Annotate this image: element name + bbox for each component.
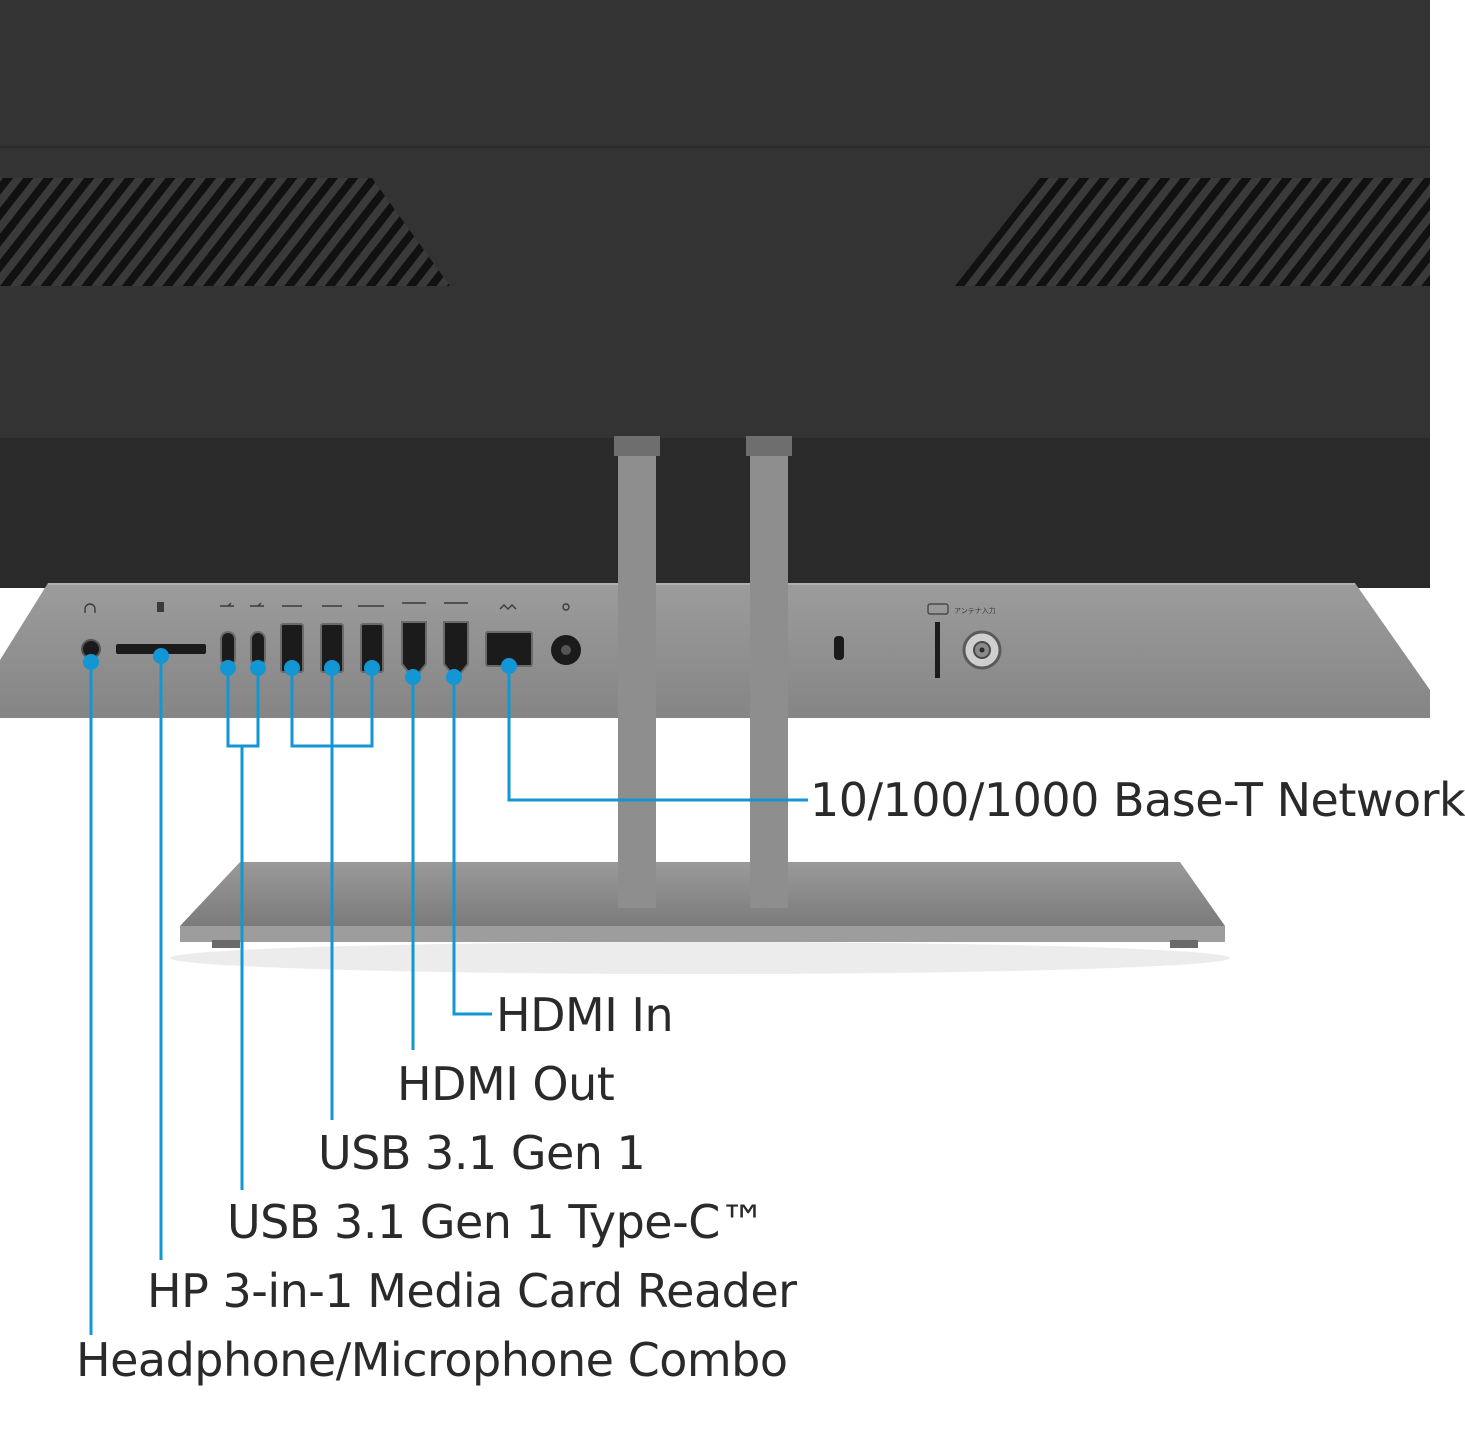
antenna-port-pin [979, 647, 985, 653]
stand-post-right-top [746, 436, 792, 456]
callout-hdmi-out: HDMI Out [397, 1057, 615, 1111]
usb-icon [250, 602, 264, 607]
callout-hdmi-in: HDMI In [496, 988, 674, 1042]
dot-hdmi-in [446, 669, 462, 685]
callout-network: 10/100/1000 Base-T Network [810, 773, 1465, 827]
callout-usb-typec: USB 3.1 Gen 1 Type-C™ [227, 1195, 766, 1249]
dot-card-reader [153, 648, 169, 664]
stand-foot-right [1170, 940, 1198, 948]
stand-post-left [618, 436, 656, 908]
sd-card-icon [157, 602, 164, 612]
leader-network [507, 666, 808, 802]
callout-card-reader: HP 3-in-1 Media Card Reader [147, 1264, 797, 1318]
stand-base-shadow [170, 942, 1230, 974]
stand-foot-left [212, 940, 240, 948]
stand-post-right [750, 436, 788, 908]
callout-usb-gen1: USB 3.1 Gen 1 [318, 1126, 646, 1180]
hdmi-in-port [443, 621, 469, 675]
product-diagram: アンテナ入力 10/100/1000 Base-T Netw [0, 0, 1465, 1387]
monitor-back-lower [0, 438, 1430, 588]
port-icon-row [84, 602, 570, 613]
dot-usb-a-1 [284, 660, 300, 676]
usb-icon [220, 602, 234, 607]
dot-network [501, 658, 517, 674]
stand-base-edge [180, 926, 1225, 942]
leader-hdmi-in [452, 677, 492, 1016]
antenna-icon [927, 603, 949, 615]
callout-lines [89, 656, 808, 1335]
power-icon [562, 603, 570, 611]
stand-base [180, 862, 1225, 926]
io-panel [0, 583, 1430, 718]
vent-left [0, 178, 450, 286]
dot-headphone [83, 654, 99, 670]
antenna-marking: アンテナ入力 [954, 606, 996, 615]
dot-usb-c-1 [220, 660, 236, 676]
security-lock-slot [834, 636, 844, 660]
headphone-icon [84, 603, 96, 613]
stand-post-left-top [614, 436, 660, 456]
network-icon [499, 604, 517, 610]
hdmi-out-port [401, 621, 427, 675]
monitor-rear-illustration: アンテナ入力 [0, 0, 1430, 1335]
panel-divider [935, 622, 940, 678]
power-port-pin [561, 645, 571, 655]
dot-usb-c-2 [250, 660, 266, 676]
dot-hdmi-out [405, 669, 421, 685]
callout-dots [83, 648, 517, 685]
callout-headphone: Headphone/Microphone Combo [76, 1333, 788, 1387]
vent-right [955, 178, 1430, 286]
dot-usb-a-2 [324, 660, 340, 676]
dot-usb-a-3 [364, 660, 380, 676]
